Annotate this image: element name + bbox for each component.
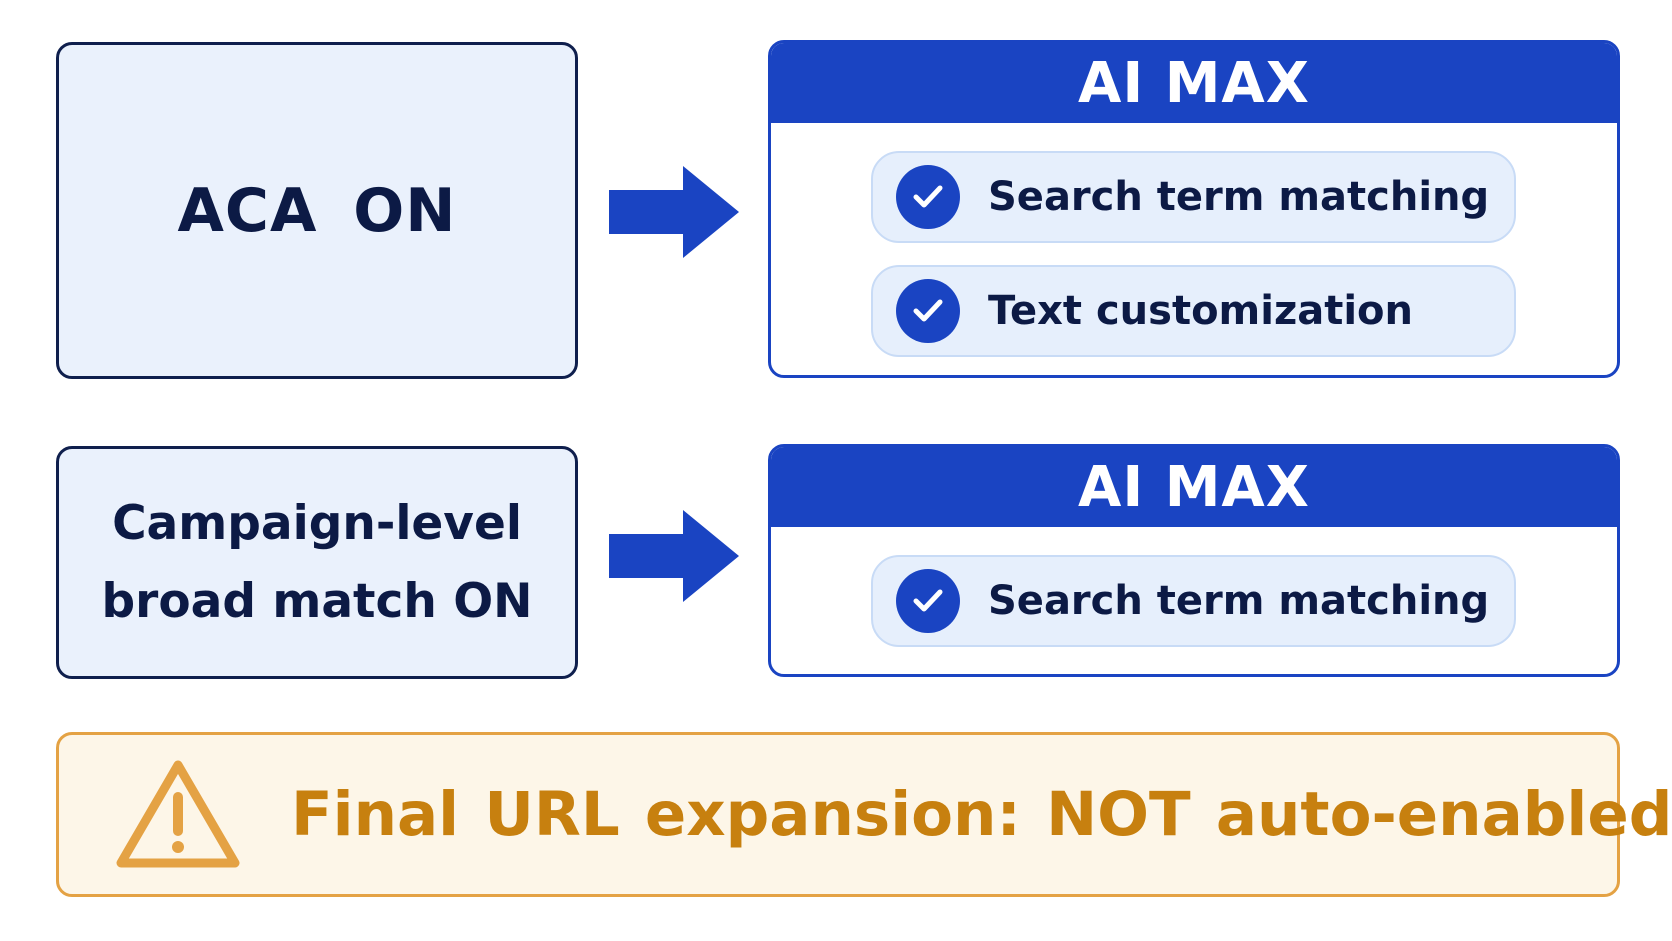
feature-search-term-matching: Search term matching (871, 555, 1516, 647)
broad-match-label-line2: broad match ON (101, 573, 533, 629)
feature-label: Search term matching (988, 174, 1490, 220)
ai-max-header: AI MAX (771, 447, 1617, 527)
warning-triangle-icon (116, 760, 240, 868)
aca-on-label: ACA ON (177, 175, 457, 246)
aca-on-box: ACA ON (56, 42, 578, 379)
check-icon (896, 165, 960, 229)
feature-label: Search term matching (988, 578, 1490, 624)
broad-match-label: Campaign-level broad match ON (102, 485, 533, 641)
ai-max-header: AI MAX (771, 43, 1617, 123)
broad-match-on-box: Campaign-level broad match ON (56, 446, 578, 679)
feature-search-term-matching: Search term matching (871, 151, 1516, 243)
feature-text-customization: Text customization (871, 265, 1516, 357)
arrow-right-icon (609, 510, 739, 602)
warning-banner: Final URL expansion: NOT auto-enabled (56, 732, 1672, 897)
broad-match-label-line1: Campaign-level (112, 495, 522, 551)
warning-text: Final URL expansion: NOT auto-enabled (291, 779, 1672, 850)
feature-label: Text customization (988, 288, 1413, 334)
arrow-right-icon (609, 166, 739, 258)
check-icon (896, 279, 960, 343)
check-icon (896, 569, 960, 633)
ai-max-panel: AI MAX Search term matching Text customi… (768, 40, 1620, 378)
ai-max-panel: AI MAX Search term matching (768, 444, 1620, 677)
